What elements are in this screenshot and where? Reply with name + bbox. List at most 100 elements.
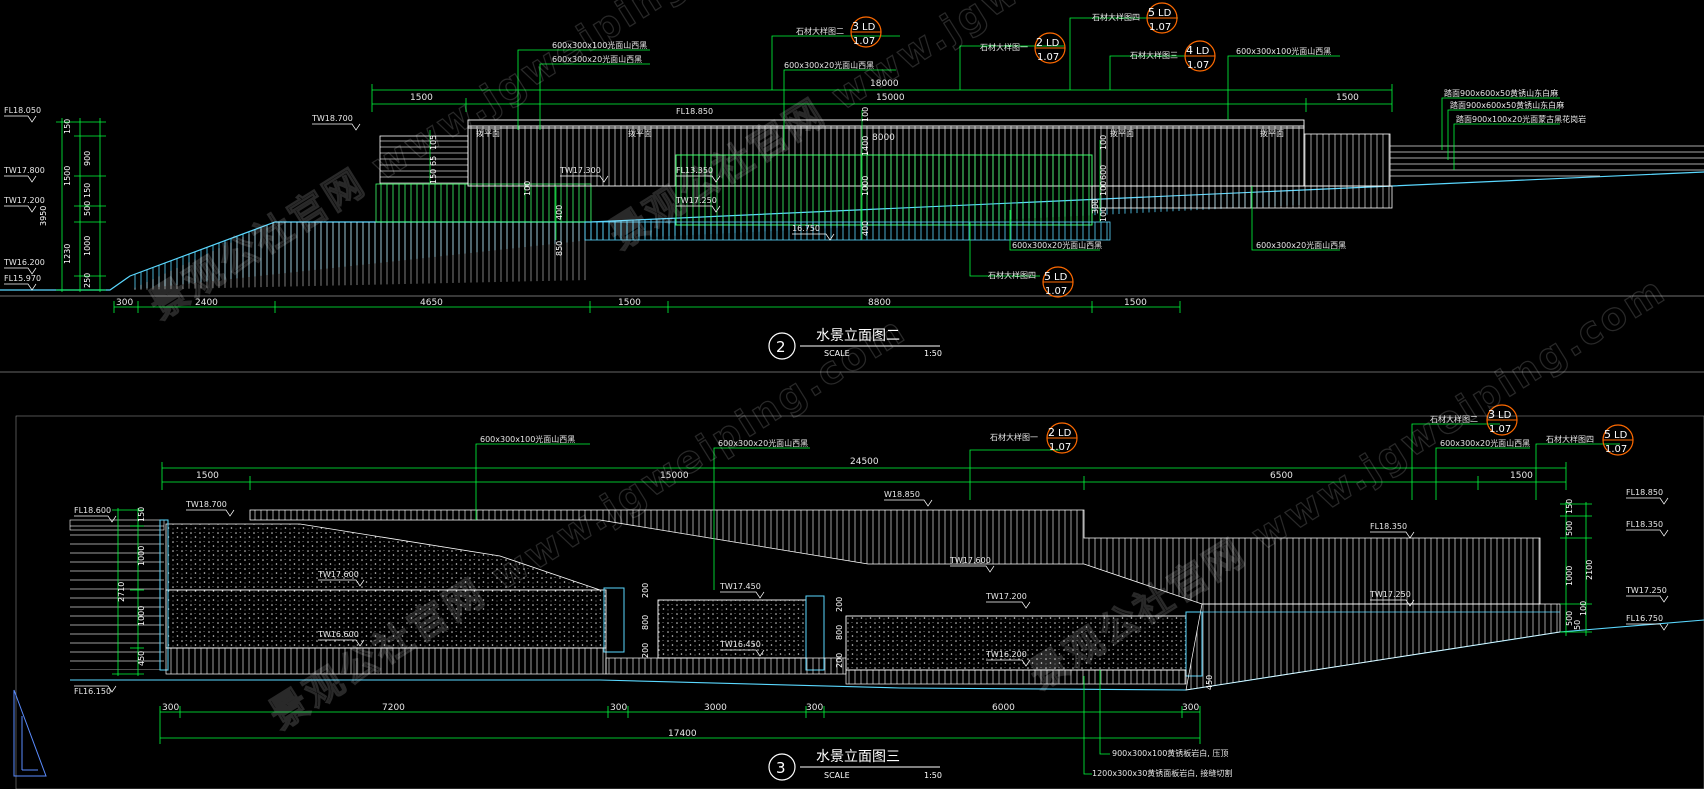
e2-level-marks (4, 115, 835, 291)
e2-right-1: 踏面900x600x50黄锈山东白麻 (1444, 88, 1558, 98)
svg-text:1.07: 1.07 (1149, 22, 1171, 33)
svg-text:5: 5 (1044, 270, 1051, 283)
e3-ldim-1: 1000 (137, 546, 146, 566)
svg-text:LD: LD (1158, 8, 1172, 19)
e3-ldim-3: 1000 (137, 606, 146, 626)
e3-ldim-0: 150 (137, 507, 146, 522)
e3-idim-4: 800 (835, 625, 844, 640)
e2-bdim-1: 2400 (195, 298, 218, 308)
e3-idim-3: 200 (835, 597, 844, 612)
e3-stone-b: 600x300x20光面山西黑 (718, 438, 808, 448)
e3-dim-2: 15000 (660, 471, 689, 481)
e3-title: 水景立面图三 (816, 749, 900, 765)
e2-bottom-b: 600x300x20光面山西黑 (1256, 240, 1346, 250)
e2-top-dims (371, 84, 1393, 112)
e2-callout-4: 石材大样图四 5 LD 1.07 (988, 266, 1074, 298)
e2-callout-1: 石材大样图一 2 LD 1.07 (980, 32, 1066, 64)
e3-stone-c: 600x300x20光面山西黑 (1440, 438, 1530, 448)
svg-text:4: 4 (1186, 44, 1193, 57)
e2-bottom-dims (113, 301, 1181, 313)
e3-dim-overall: 24500 (850, 457, 879, 467)
svg-text:3: 3 (1488, 408, 1495, 421)
e2-ldim-1: 900 (83, 151, 92, 166)
e3-stone-a: 600x300x100光面山西黑 (480, 434, 575, 444)
e3-leaders (475, 423, 1620, 775)
e3-rdim-2: 1000 (1565, 566, 1574, 586)
e3-level-1: TW18.700 (185, 500, 227, 509)
e2-level-10: 16.750 (792, 224, 820, 233)
e3-scale-label: SCALE (824, 771, 850, 780)
e2-left-base (375, 183, 592, 223)
e3-stipple-pool-2 (657, 599, 807, 659)
e2-scale-label: SCALE (824, 349, 850, 358)
e2-idim-9: 5 (429, 135, 438, 140)
svg-text:LD: LD (1054, 272, 1068, 283)
e3-top-dims (161, 462, 1567, 490)
e2-right-2: 踏面900x600x50黄锈山东白麻 (1450, 100, 1564, 110)
e3-level-10: FL18.350 (1370, 522, 1407, 531)
e3-ldim-2: 2710 (117, 582, 126, 602)
e3-level-3: TW17.600 (317, 570, 359, 579)
e3-level-7: TW17.600 (949, 556, 991, 565)
svg-text:2: 2 (1048, 426, 1055, 439)
e3-level-4: TW16.600 (317, 630, 359, 639)
e3-left-hatch (70, 520, 164, 670)
svg-text:石材大样图四: 石材大样图四 (1546, 434, 1594, 444)
e3-base-row-1 (165, 647, 607, 675)
e3-overall-bottom: 17400 (668, 729, 697, 739)
e3-level-13: FL18.850 (1626, 488, 1663, 497)
e3-right-dims (1560, 502, 1592, 636)
e2-level-5: TW18.700 (311, 114, 353, 123)
e2-bdim-3: 1500 (618, 298, 641, 308)
e2-flat-right-2: 拨平面 (1260, 128, 1284, 138)
e3-ground-line (70, 619, 1704, 691)
e2-level-2: TW17.200 (3, 196, 45, 205)
e2-flat-mid: 拨平面 (628, 128, 652, 138)
e2-title-block: 2 水景立面图二 SCALE 1:50 (768, 328, 942, 360)
svg-text:石材大样图四: 石材大样图四 (988, 270, 1036, 280)
e2-ldim-6: 1000 (83, 236, 92, 256)
e3-idim-1: 800 (641, 615, 650, 630)
e2-dim-left: 1500 (410, 93, 433, 103)
e2-title: 水景立面图二 (816, 328, 900, 344)
svg-text:石材大样图一: 石材大样图一 (990, 432, 1038, 442)
e3-level-marks (74, 497, 1669, 693)
e2-level-0: FL18.050 (4, 106, 41, 115)
svg-text:1.07: 1.07 (1605, 444, 1627, 455)
e2-bdim-4: 8800 (868, 298, 891, 308)
e2-bdim-0: 300 (116, 298, 133, 308)
e3-rdim-5: 50 (1573, 620, 1582, 630)
e2-title-number: 2 (776, 338, 786, 356)
svg-text:石材大样图四: 石材大样图四 (1092, 12, 1140, 22)
e2-span: 8000 (872, 133, 895, 143)
e2-inner-dims-lines (429, 110, 1101, 240)
svg-text:LD: LD (1058, 428, 1072, 439)
e2-dim-inner: 15000 (876, 93, 905, 103)
e2-leaders (517, 17, 1560, 277)
e2-center-water (584, 221, 1111, 241)
e3-bdim-0: 300 (162, 703, 179, 713)
e3-dim-3: 6500 (1270, 471, 1293, 481)
e3-rdim-6: 100 (1579, 601, 1588, 616)
e2-idim-13: 100 (523, 181, 532, 196)
e3-level-15: TW17.250 (1625, 586, 1667, 595)
e2-idim-12: 150 (429, 169, 438, 184)
e2-ldim-7: 250 (83, 273, 92, 288)
e2-level-9: TW17.250 (675, 196, 717, 205)
svg-text:5: 5 (1148, 6, 1155, 19)
e2-flat-left: 拨平面 (476, 128, 500, 138)
svg-text:石材大样图二: 石材大样图二 (796, 26, 844, 36)
e3-title-block: 3 水景立面图三 SCALE 1:50 (768, 749, 942, 781)
e2-scale-value: 1:50 (924, 349, 942, 358)
e2-stone-right: 600x300x100光面山西黑 (1236, 46, 1331, 56)
e3-level-14: FL18.350 (1626, 520, 1663, 529)
e2-left-dims (56, 118, 106, 292)
e3-stipple-top (165, 523, 601, 591)
e3-base-row-3 (845, 669, 1187, 685)
e3-note-1: 900x300x100黄锈板岩白, 压顶 (1112, 748, 1228, 758)
svg-text:5: 5 (1604, 428, 1611, 441)
e3-level-16: FL16.750 (1626, 614, 1663, 623)
e3-left-wall (159, 519, 169, 671)
e2-idim-8: 100 (1099, 207, 1108, 222)
